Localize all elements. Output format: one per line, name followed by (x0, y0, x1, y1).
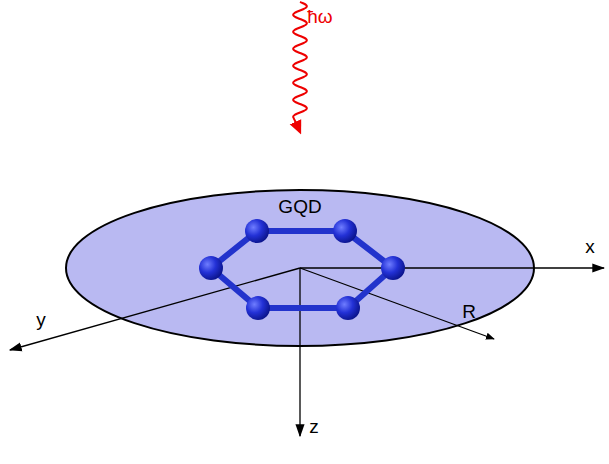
photon-wave-arrow (293, 2, 307, 132)
quantum-dot-label: GQD (278, 197, 321, 216)
axis-label: y (36, 310, 46, 329)
radius-label: R (462, 302, 476, 321)
axis-label: z (309, 417, 319, 436)
hexagon-bonds (211, 231, 393, 308)
carbon-atoms (199, 219, 405, 320)
photon-energy-label: ħω (307, 7, 332, 26)
coordinate-axes (10, 268, 604, 436)
axis-label: x (585, 237, 595, 256)
